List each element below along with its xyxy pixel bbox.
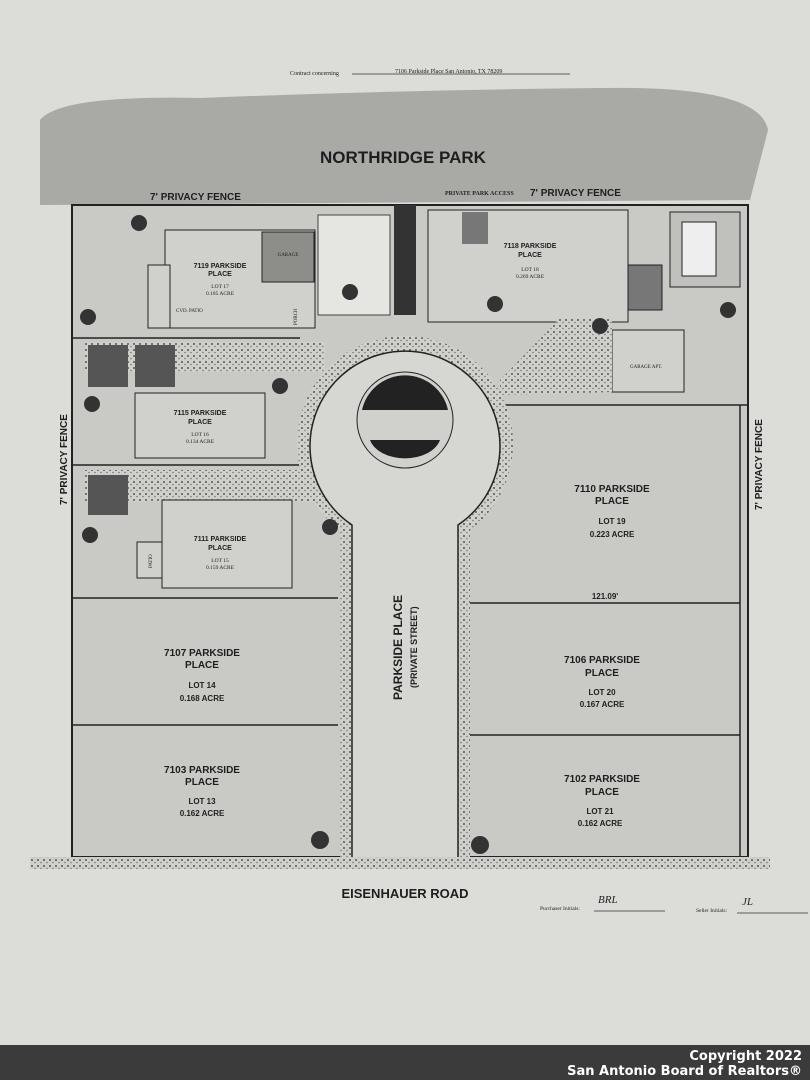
svg-text:0.134 ACRE: 0.134 ACRE xyxy=(186,439,215,445)
garage-apt-label: GARAGE APT. xyxy=(630,365,662,370)
patio-7111 xyxy=(136,541,163,579)
svg-text:7110 PARKSIDE: 7110 PARKSIDE xyxy=(574,484,650,495)
svg-text:PLACE: PLACE xyxy=(208,545,232,552)
fence-label-right: 7' PRIVACY FENCE xyxy=(754,419,765,510)
svg-text:LOT 14: LOT 14 xyxy=(188,681,216,690)
lot-7118: 7118 PARKSIDE PLACE LOT 180.269 ACRE xyxy=(504,243,557,280)
garage-7119 xyxy=(261,231,315,283)
parking-7111 xyxy=(88,475,128,515)
lot-7102: 7102 PARKSIDE PLACE LOT 21 0.162 ACRE xyxy=(564,774,640,828)
park-access-label: PRIVATE PARK ACCESS xyxy=(445,191,514,197)
svg-text:7119 PARKSIDE: 7119 PARKSIDE xyxy=(194,263,247,270)
svg-text:LOT 18: LOT 18 xyxy=(521,267,539,273)
road-name: EISENHAUER ROAD xyxy=(341,886,468,901)
parking-left xyxy=(88,345,128,387)
private-park-access-path xyxy=(394,205,416,315)
parkside-place-street xyxy=(309,350,501,861)
purchaser-initials-value: BRL xyxy=(598,894,618,906)
cvd-patio-label: CVD. PATIO xyxy=(176,309,203,314)
seller-initials-label: Seller Initials: xyxy=(696,908,727,914)
planter xyxy=(462,212,488,244)
pool xyxy=(681,221,717,277)
svg-text:7118 PARKSIDE: 7118 PARKSIDE xyxy=(504,243,557,250)
svg-text:LOT 13: LOT 13 xyxy=(188,797,216,806)
svg-text:PLACE: PLACE xyxy=(585,668,619,679)
svg-text:LOT 19: LOT 19 xyxy=(598,517,626,526)
cvd-patio xyxy=(147,264,171,329)
svg-text:LOT 21: LOT 21 xyxy=(586,807,614,816)
svg-text:PLACE: PLACE xyxy=(208,271,232,278)
street-name: PARKSIDE PLACE xyxy=(391,595,405,700)
house-7115 xyxy=(134,392,266,459)
svg-text:7107 PARKSIDE: 7107 PARKSIDE xyxy=(164,648,240,659)
svg-text:7102 PARKSIDE: 7102 PARKSIDE xyxy=(564,774,640,785)
lot-lines xyxy=(72,337,748,860)
svg-text:LOT 17: LOT 17 xyxy=(211,284,229,290)
purchaser-initials-label: Purchaser Initials: xyxy=(540,906,580,912)
svg-text:0.269 ACRE: 0.269 ACRE xyxy=(516,274,545,280)
fence-label-top-right: 7' PRIVACY FENCE xyxy=(530,188,621,199)
svg-text:LOT 20: LOT 20 xyxy=(588,688,616,697)
svg-text:7111 PARKSIDE: 7111 PARKSIDE xyxy=(194,536,247,543)
patio-label: PATIO xyxy=(149,554,154,568)
svg-text:PLACE: PLACE xyxy=(518,252,542,259)
porch-label: PORCH xyxy=(294,308,299,325)
garage-apt xyxy=(611,329,685,393)
street-type: (PRIVATE STREET) xyxy=(409,606,419,688)
svg-text:PLACE: PLACE xyxy=(585,787,619,798)
svg-text:LOT 15: LOT 15 xyxy=(211,558,229,564)
lot-7106: 7106 PARKSIDE PLACE LOT 20 0.167 ACRE xyxy=(564,655,640,709)
svg-text:0.223 ACRE: 0.223 ACRE xyxy=(590,530,635,539)
walkway-7118 xyxy=(500,318,612,395)
road-edge xyxy=(30,857,770,869)
svg-text:0.185 ACRE: 0.185 ACRE xyxy=(206,291,235,297)
svg-text:PLACE: PLACE xyxy=(595,496,629,507)
lot-7115: 7115 PARKSIDE PLACE LOT 160.134 ACRE xyxy=(174,410,227,445)
svg-text:0.168 ACRE: 0.168 ACRE xyxy=(180,694,225,703)
house-7118 xyxy=(427,209,629,323)
driveway-7119 xyxy=(317,214,391,316)
svg-text:PLACE: PLACE xyxy=(188,419,212,426)
park-name: NORTHRIDGE PARK xyxy=(320,148,487,167)
parking-right xyxy=(135,345,175,387)
garage-label: GARAGE xyxy=(278,253,299,258)
seller-initials-value: JL xyxy=(742,896,753,908)
svg-text:PLACE: PLACE xyxy=(185,777,219,788)
svg-text:PLACE: PLACE xyxy=(185,660,219,671)
lot-7111: 7111 PARKSIDE PLACE LOT 150.159 ACRE xyxy=(194,536,247,571)
park-area xyxy=(40,87,768,205)
house-7111 xyxy=(161,499,293,589)
svg-text:0.162 ACRE: 0.162 ACRE xyxy=(180,809,225,818)
contract-label: Contract concerning xyxy=(290,71,339,77)
svg-text:7106 PARKSIDE: 7106 PARKSIDE xyxy=(564,655,640,666)
svg-text:0.159 ACRE: 0.159 ACRE xyxy=(206,565,235,571)
svg-text:0.162 ACRE: 0.162 ACRE xyxy=(578,819,623,828)
copyright-line2: San Antonio Board of Realtors® xyxy=(567,1064,802,1079)
svg-text:LOT 16: LOT 16 xyxy=(191,432,209,438)
fence-label-left: 7' PRIVACY FENCE xyxy=(59,414,70,505)
island-planting-top xyxy=(362,375,448,410)
planter-right xyxy=(627,264,663,311)
svg-text:7115 PARKSIDE: 7115 PARKSIDE xyxy=(174,410,227,417)
contract-address: 7106 Parkside Place San Antonio, TX 7820… xyxy=(395,69,502,75)
svg-text:0.167 ACRE: 0.167 ACRE xyxy=(580,700,625,709)
fence-label-top-left: 7' PRIVACY FENCE xyxy=(150,192,241,203)
lot-dimension: 121.09' xyxy=(592,592,618,601)
island-planting-bottom xyxy=(370,440,440,459)
svg-text:7103 PARKSIDE: 7103 PARKSIDE xyxy=(164,765,240,776)
trees xyxy=(80,215,736,854)
footer-band: Copyright 2022 San Antonio Board of Real… xyxy=(0,1045,810,1080)
copyright-line1: Copyright 2022 xyxy=(689,1049,802,1064)
